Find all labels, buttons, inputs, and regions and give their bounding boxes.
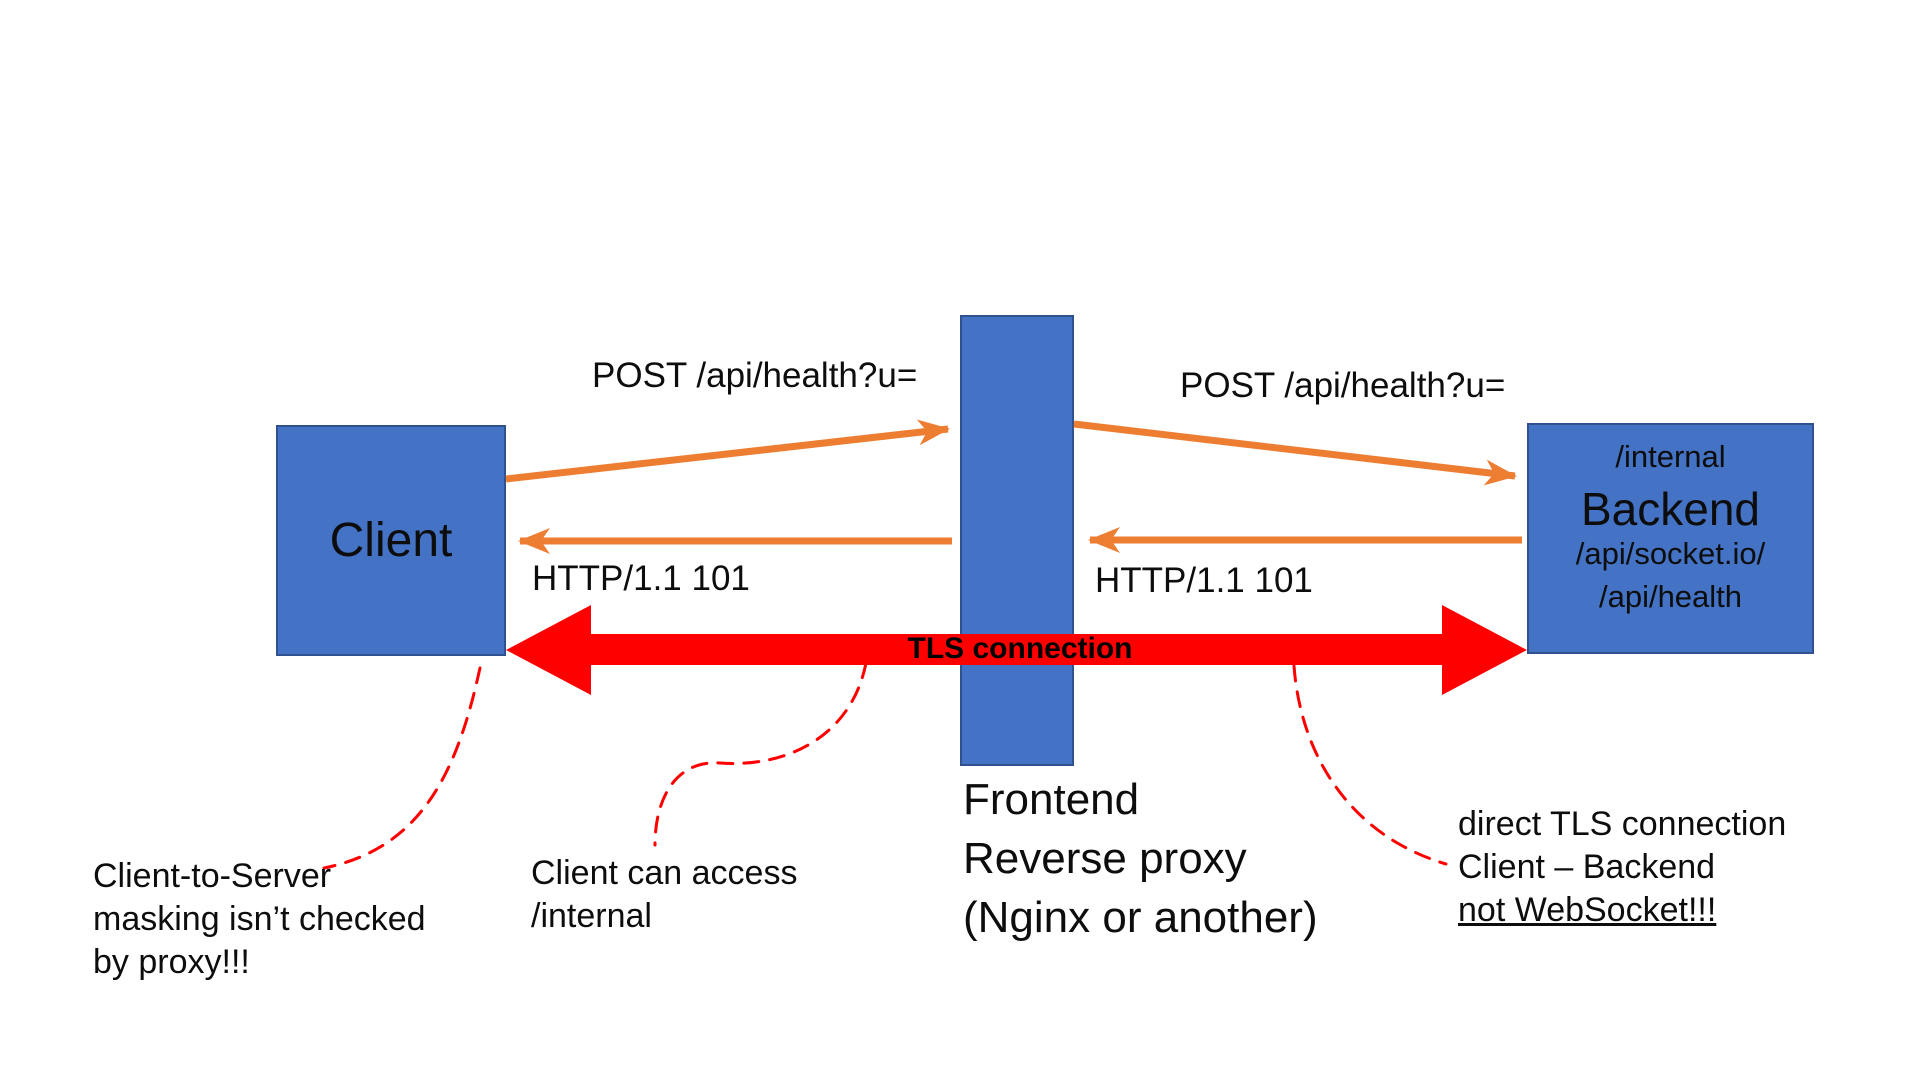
proxy-caption-line-3: (Nginx or another) [963, 893, 1318, 942]
backend-box: /internal Backend /api/socket.io/ /api/h… [1527, 423, 1814, 654]
annotation-direct-tls: direct TLS connection Client – Backend n… [1458, 803, 1786, 932]
client-box: Client [276, 425, 506, 656]
label-post-left: POST /api/health?u= [592, 356, 918, 395]
annotation-direct-tls-line-3: not WebSocket!!! [1458, 891, 1717, 929]
reverse-proxy-box [960, 315, 1074, 766]
proxy-caption-line-1: Frontend [963, 775, 1140, 824]
annotation-internal-access: Client can access /internal [531, 852, 797, 938]
label-post-right: POST /api/health?u= [1180, 366, 1506, 405]
label-http-right: HTTP/1.1 101 [1095, 561, 1313, 600]
callout-curve-right [1292, 664, 1448, 866]
annotation-direct-tls-line-2: Client – Backend [1458, 848, 1716, 886]
tls-double-arrow [506, 605, 1527, 695]
backend-path-socketio: /api/socket.io/ [1575, 536, 1766, 571]
label-http-left: HTTP/1.1 101 [532, 559, 750, 598]
callout-curve-left [322, 666, 482, 870]
backend-path-internal: /internal [1615, 439, 1726, 474]
annotation-masking-line-3: by proxy!!! [93, 943, 250, 981]
backend-path-apihealth: /api/health [1598, 579, 1743, 614]
tls-connection-label: TLS connection [907, 632, 1133, 665]
annotation-masking-line-1: Client-to-Server [93, 857, 332, 895]
arrow-client-to-proxy [505, 419, 950, 483]
annotation-masking: Client-to-Server masking isn’t checked b… [93, 855, 426, 984]
annotation-internal-line-1: Client can access [531, 854, 798, 892]
arrow-proxy-to-backend [1073, 420, 1517, 486]
annotation-direct-tls-line-1: direct TLS connection [1458, 805, 1787, 843]
proxy-caption: Frontend Reverse proxy (Nginx or another… [963, 770, 1318, 947]
client-label: Client [329, 513, 453, 567]
proxy-caption-line-2: Reverse proxy [963, 834, 1247, 883]
backend-label: Backend [1580, 483, 1760, 535]
callout-curve-middle [653, 661, 868, 847]
annotation-internal-line-2: /internal [531, 897, 652, 935]
annotation-masking-line-2: masking isn’t checked [93, 900, 426, 938]
